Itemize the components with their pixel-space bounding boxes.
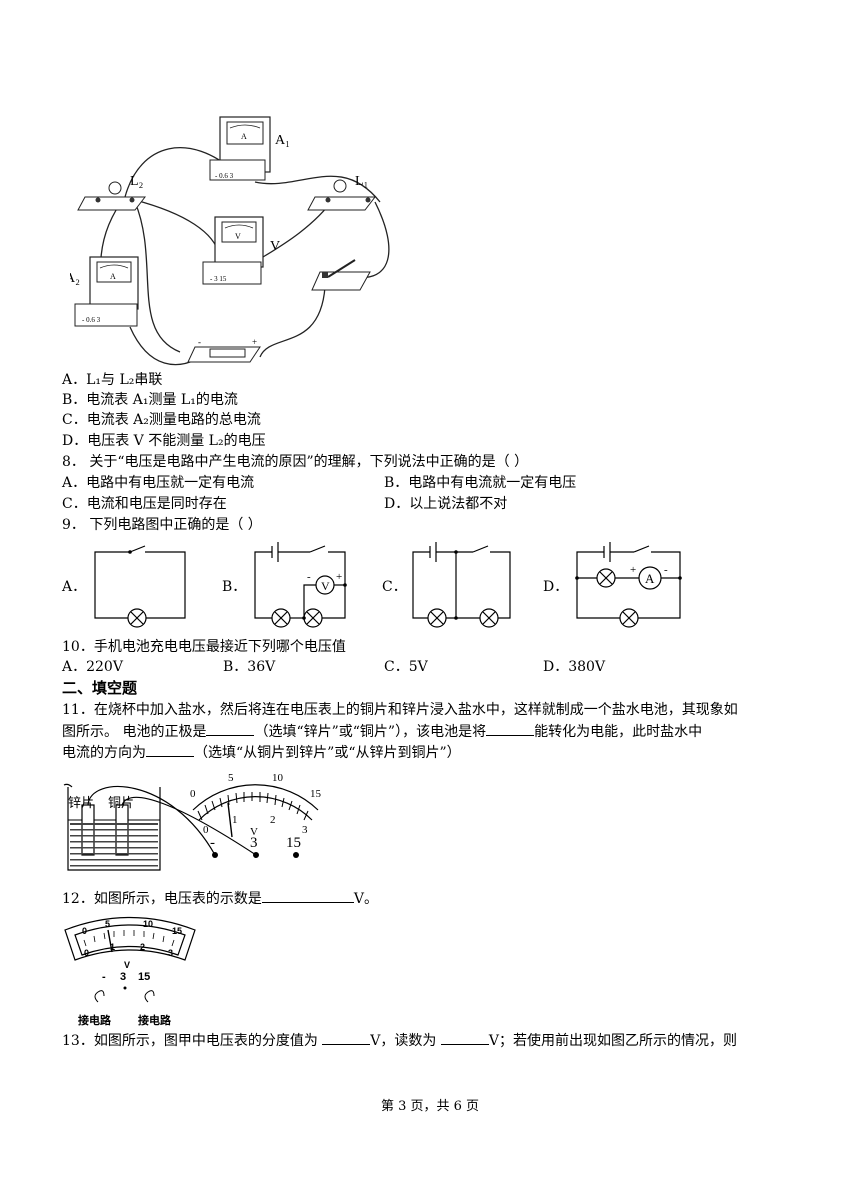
q8-option-c: C．电流和电压是同时存在 [62,496,227,512]
svg-text:5: 5 [228,772,234,784]
q8-stem: 8． 关于“电压是电路中产生电流的原因”的理解，下列说法中正确的是（ ） [62,454,529,470]
q11-blank-3[interactable] [146,742,194,757]
svg-text:15: 15 [138,971,150,983]
svg-text:2: 2 [270,814,276,826]
q9-circuit-a [94,545,186,628]
svg-text:- 3 15: - 3 15 [210,275,227,283]
svg-text:3: 3 [120,971,126,983]
svg-text:0: 0 [203,824,209,836]
q12-blank[interactable] [261,888,354,903]
lamp-l1 [307,179,377,211]
svg-text:铜片: 铜片 [108,795,134,810]
q7-option-d: D．电压表 V 不能测量 L₂的电压 [62,433,266,449]
q9-label-b: B． [222,579,247,595]
q9-circuit-b: V - + [254,542,347,628]
svg-text:- 0.6 3: - 0.6 3 [82,316,101,324]
switch [311,259,371,291]
svg-text:接电路: 接电路 [138,1013,172,1027]
q11-line1: 11．在烧杯中加入盐水，然后将连在电压表上的铜片和锌片浸入盐水中，这样就制成一个… [62,702,738,718]
svg-text:10: 10 [143,919,153,929]
svg-text:15: 15 [310,788,322,800]
svg-text:接电路: 接电路 [78,1013,112,1027]
q9-circuit-d: A + - [575,542,682,628]
saltwater-battery-figure: 锌片 铜片 0 5 10 15 0 1 2 3 V - 3 15 [63,772,322,871]
q11-line2: 图所示。 电池的正极是（选填“锌片”或“铜片”），该电池是将能转化为电能，此时盐… [62,721,702,742]
q9-label-c: C． [382,579,407,595]
lamp-l2 [77,181,147,211]
svg-text:+: + [630,564,636,576]
svg-text:A: A [110,272,116,281]
svg-text:-: - [664,564,668,576]
q8-option-a: A．电路中有电压就一定有电流 [62,475,255,491]
svg-text:0: 0 [190,788,196,800]
label-l1: L₁ [355,174,368,189]
svg-text:- 0.6 3: - 0.6 3 [215,172,234,180]
svg-text:2: 2 [140,942,145,952]
ammeter-a2: A - 0.6 3 [74,256,139,327]
label-v: V [270,239,280,254]
q7-option-b: B．电流表 A₁测量 L₁的电流 [62,392,238,408]
svg-text:+: + [336,571,342,583]
svg-text:-: - [210,835,215,851]
svg-text:3: 3 [250,835,258,851]
q10-option-b: B．36V [223,659,276,675]
page-footer: 第 3 页，共 6 页 [380,1099,480,1114]
section-title: 二、填空题 [62,679,138,697]
q11-blank-2[interactable] [486,721,535,736]
q13-text: 13．如图所示，图甲中电压表的分度值为 V，读数为 V；若使用前出现如图乙所示的… [62,1030,737,1051]
battery: - + [187,337,261,363]
q8-option-b: B．电路中有电流就一定有电压 [384,475,577,491]
svg-text:1: 1 [110,942,115,952]
svg-text:-: - [307,571,311,583]
q9-label-a: A． [62,579,87,595]
q10-option-a: A．220V [62,659,123,675]
label-a2: A₂ [70,271,80,286]
svg-text:1: 1 [232,814,238,826]
svg-text:V: V [235,232,241,241]
q13-blank-2[interactable] [440,1030,489,1045]
svg-text:A: A [645,571,655,586]
q11-line3: 电流的方向为（选填“从铜片到锌片”或“从锌片到铜片”） [62,742,461,763]
svg-text:V: V [250,826,258,838]
svg-text:-: - [102,971,106,983]
svg-text:3: 3 [168,948,173,958]
q9-stem: 9． 下列电路图中正确的是（ ） [62,517,262,533]
ammeter-a1: A - 0.6 3 [209,116,271,181]
label-l2: L₂ [130,174,144,189]
svg-text:15: 15 [286,835,301,851]
svg-text:0: 0 [84,948,89,958]
svg-text:5: 5 [105,919,110,929]
svg-text:10: 10 [272,772,284,784]
svg-text:-: - [198,337,201,347]
q7-option-a: A．L₁与 L₂串联 [62,372,163,388]
q8-option-d: D．以上说法都不对 [384,496,508,512]
voltmeter-figure: 0 5 10 15 0 1 2 3 V - 3 15 接电路 接电路 [64,916,196,1027]
q10-stem: 10．手机电池充电电压最接近下列哪个电压值 [62,639,346,655]
q10-option-c: C．5V [384,659,428,675]
q9-label-d: D． [543,579,569,595]
svg-text:3: 3 [302,824,308,836]
svg-text:0: 0 [82,926,87,936]
svg-text:15: 15 [172,926,182,936]
svg-text:+: + [252,337,257,347]
q13-blank-1[interactable] [322,1030,371,1045]
q7-option-c: C．电流表 A₂测量电路的总电流 [62,412,261,428]
meter-a1-face: A [241,132,247,141]
svg-text:锌片: 锌片 [68,795,94,810]
svg-text:V: V [124,960,130,970]
q11-blank-1[interactable] [206,721,255,736]
voltmeter-v: V - 3 15 [202,216,264,285]
svg-text:V: V [321,579,330,593]
label-a1: A₁ [275,133,290,148]
q9-circuit-c [412,542,511,628]
q10-option-d: D．380V [543,659,606,675]
circuit-photo-figure: A - 0.6 3 A₁ L₂ L₁ V - 3 15 V A - 0.6 3 … [70,116,390,366]
